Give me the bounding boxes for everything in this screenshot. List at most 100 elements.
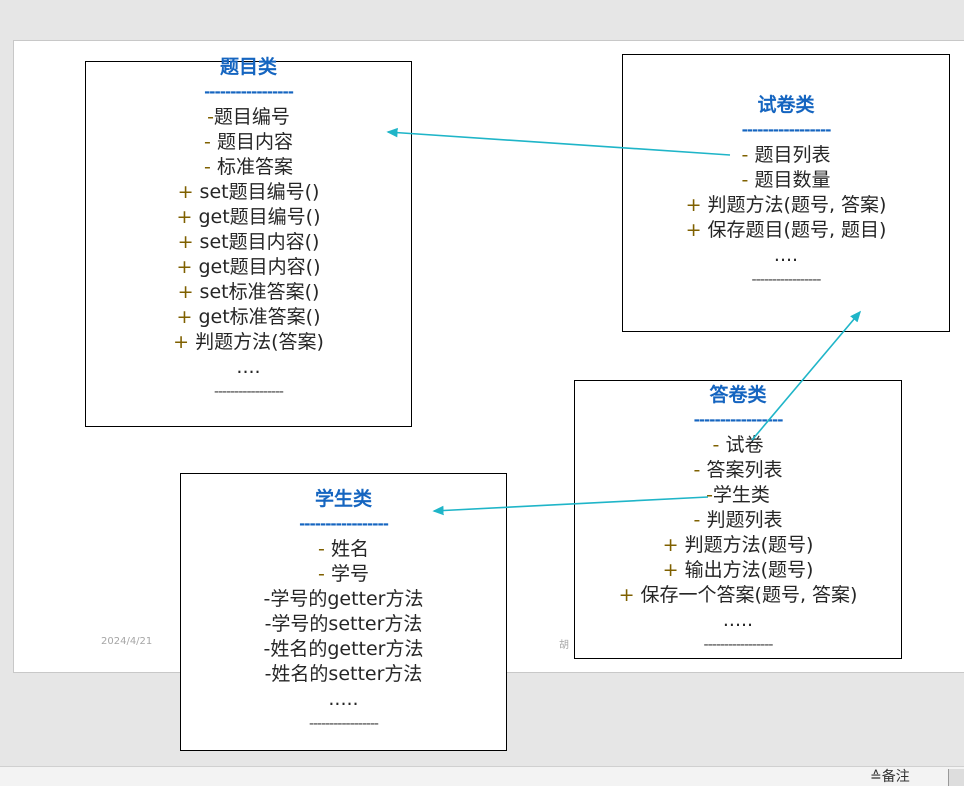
member-visibility: - bbox=[318, 563, 331, 585]
member-text: -姓名的getter方法 bbox=[263, 638, 424, 660]
member-text: 姓名 bbox=[330, 538, 369, 560]
end-separator: ----------------- bbox=[214, 384, 284, 400]
class-member: -姓名的setter方法 bbox=[181, 662, 506, 687]
member-text: 题目编号 bbox=[213, 106, 290, 128]
member-visibility: - bbox=[693, 459, 707, 481]
member-text: 标准答案 bbox=[216, 156, 293, 178]
footer-date: 2024/4/21 bbox=[101, 636, 153, 647]
member-text: .... bbox=[773, 244, 799, 266]
arrow-paper-to-question bbox=[386, 127, 731, 156]
member-visibility: - bbox=[207, 106, 214, 128]
member-text: get题目编号() bbox=[198, 206, 321, 228]
class-member: .... bbox=[623, 243, 949, 268]
class-member: -姓名的getter方法 bbox=[181, 637, 506, 662]
class-title: 试卷类 bbox=[757, 94, 815, 116]
class-member: - 题目列表 bbox=[623, 143, 949, 168]
arrow-answer-to-student bbox=[432, 496, 709, 516]
member-text: 保存一个答案(题号, 答案) bbox=[640, 584, 858, 606]
status-bar: ≙备注 bbox=[0, 766, 964, 786]
member-text: 判题方法(答案) bbox=[195, 331, 324, 353]
class-member: - 姓名 bbox=[181, 537, 506, 562]
class-member: - 判题列表 bbox=[575, 508, 901, 533]
end-separator: ----------------- bbox=[751, 272, 822, 288]
member-visibility: + bbox=[662, 559, 685, 581]
class-box-question[interactable]: 题目类------------------题目编号- 题目内容- 标准答案+ s… bbox=[85, 56, 412, 427]
class-title: 学生类 bbox=[314, 488, 372, 510]
member-text: 题目数量 bbox=[754, 169, 831, 191]
title-separator: ----------------- bbox=[693, 411, 784, 429]
member-text: set标准答案() bbox=[199, 281, 320, 303]
class-title: 题目类 bbox=[219, 56, 277, 78]
member-visibility: - bbox=[204, 156, 217, 178]
arrow-answer-to-paper bbox=[751, 310, 862, 441]
class-member: + 判题方法(答案) bbox=[86, 330, 411, 355]
class-member: - 题目数量 bbox=[623, 168, 949, 193]
member-visibility: + bbox=[618, 584, 641, 606]
member-visibility: + bbox=[177, 231, 200, 253]
end-separator: ----------------- bbox=[309, 716, 379, 732]
class-member: + get标准答案() bbox=[86, 305, 411, 330]
member-text: -学号的getter方法 bbox=[263, 588, 424, 610]
member-text: 判题方法(题号) bbox=[684, 534, 814, 556]
member-visibility: + bbox=[177, 181, 200, 203]
class-member: ..... bbox=[575, 608, 901, 633]
member-text: 判题方法(题号, 答案) bbox=[707, 194, 887, 216]
member-text: .... bbox=[236, 356, 261, 378]
member-text: 输出方法(题号) bbox=[684, 559, 814, 581]
member-visibility: + bbox=[662, 534, 685, 556]
class-member: - 答案列表 bbox=[575, 458, 901, 483]
class-member: + 保存题目(题号, 题目) bbox=[623, 218, 949, 243]
member-visibility: - bbox=[706, 484, 713, 506]
class-member: + 判题方法(题号) bbox=[575, 533, 901, 558]
member-text: 学生类 bbox=[712, 484, 770, 506]
member-visibility: + bbox=[173, 331, 196, 353]
member-text: 试卷 bbox=[725, 434, 764, 456]
member-text: set题目编号() bbox=[199, 181, 320, 203]
class-member: - 试卷 bbox=[575, 433, 901, 458]
member-text: get标准答案() bbox=[198, 306, 321, 328]
member-text: 学号 bbox=[330, 563, 369, 585]
class-member: - 题目内容 bbox=[86, 130, 411, 155]
class-member: -题目编号 bbox=[86, 105, 411, 130]
member-visibility: - bbox=[318, 538, 331, 560]
member-visibility: + bbox=[685, 194, 708, 216]
view-button[interactable] bbox=[948, 769, 964, 786]
member-visibility: + bbox=[176, 206, 199, 228]
class-box-paper[interactable]: 试卷类------------------ 题目列表- 题目数量+ 判题方法(题… bbox=[622, 54, 950, 332]
footer-author: 胡 bbox=[559, 640, 569, 651]
class-member: + get题目编号() bbox=[86, 205, 411, 230]
member-text: -学号的setter方法 bbox=[264, 613, 423, 635]
notes-icon: ≙ bbox=[870, 769, 882, 785]
class-member: -学号的setter方法 bbox=[181, 612, 506, 637]
notes-label: 备注 bbox=[881, 769, 910, 785]
title-separator: ----------------- bbox=[299, 515, 389, 533]
member-visibility: + bbox=[176, 256, 199, 278]
notes-button[interactable]: ≙备注 bbox=[870, 769, 910, 786]
class-member: + set题目内容() bbox=[86, 230, 411, 255]
title-separator: ----------------- bbox=[741, 121, 832, 139]
member-visibility: - bbox=[204, 131, 217, 153]
member-text: 保存题目(题号, 题目) bbox=[707, 219, 887, 241]
member-visibility: + bbox=[685, 219, 708, 241]
class-member: + 输出方法(题号) bbox=[575, 558, 901, 583]
class-member: ..... bbox=[181, 687, 506, 712]
member-visibility: - bbox=[741, 169, 755, 191]
class-member: + get题目内容() bbox=[86, 255, 411, 280]
member-text: ..... bbox=[722, 609, 754, 631]
class-member: + 判题方法(题号, 答案) bbox=[623, 193, 949, 218]
class-member: + set题目编号() bbox=[86, 180, 411, 205]
member-visibility: + bbox=[176, 306, 199, 328]
class-box-answer-sheet[interactable]: 答卷类------------------ 试卷- 答案列表-学生类- 判题列表… bbox=[574, 380, 902, 659]
member-text: 判题列表 bbox=[706, 509, 783, 531]
member-text: 答案列表 bbox=[706, 459, 783, 481]
class-member: - 标准答案 bbox=[86, 155, 411, 180]
class-member: + set标准答案() bbox=[86, 280, 411, 305]
class-member: + 保存一个答案(题号, 答案) bbox=[575, 583, 901, 608]
member-text: 题目内容 bbox=[216, 131, 293, 153]
class-member: -学生类 bbox=[575, 483, 901, 508]
member-text: get题目内容() bbox=[198, 256, 321, 278]
class-box-student[interactable]: 学生类------------------ 姓名- 学号-学号的getter方法… bbox=[180, 473, 507, 751]
class-title: 答卷类 bbox=[709, 384, 767, 406]
class-member: -学号的getter方法 bbox=[181, 587, 506, 612]
